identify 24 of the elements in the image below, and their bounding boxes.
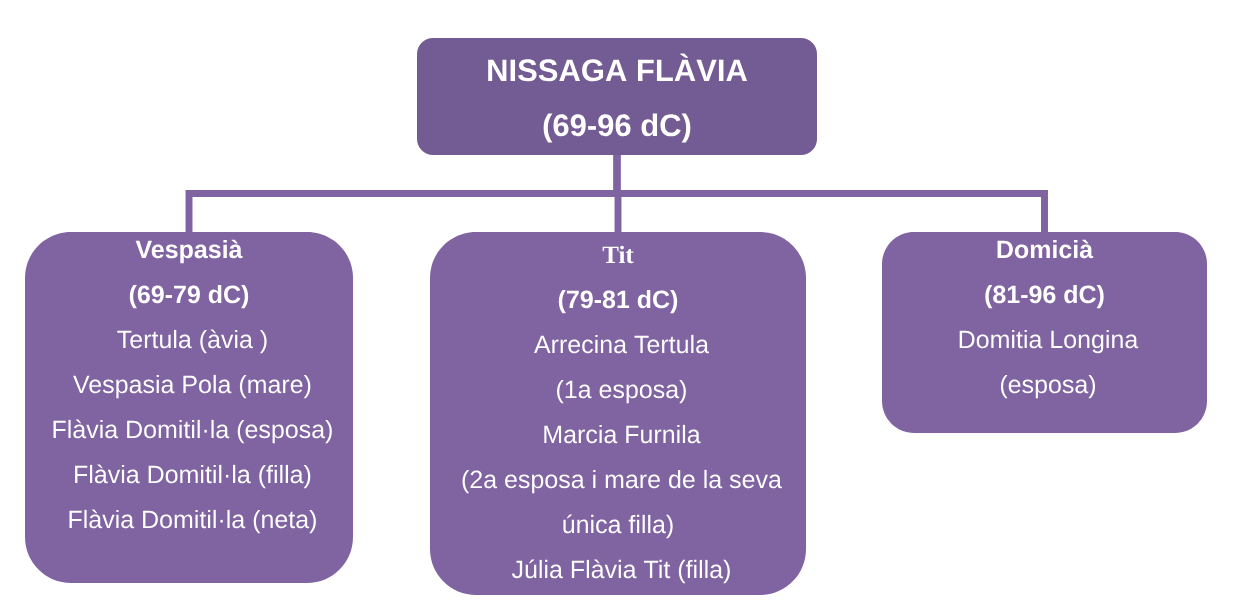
family-member: Tertula (àvia ) [117, 329, 267, 354]
family-member: Vespasia Pola (mare) [73, 374, 311, 399]
ruler-name: Tit [602, 245, 634, 264]
ruler-box [430, 232, 806, 595]
family-member: Flàvia Domitil·la (neta) [69, 509, 316, 534]
ruler-name: Domicià [997, 239, 1094, 259]
ruler-box [25, 232, 353, 583]
ruler-box [882, 232, 1207, 433]
family-member: Flàvia Domitil·la (filla) [75, 464, 311, 489]
date-range: (69-96 dC) [543, 113, 691, 143]
date-range: (69-79 dC) [129, 284, 249, 309]
family-member: Domitia Longina [959, 329, 1139, 354]
family-member: Arrecina Tertula [534, 334, 709, 354]
family-member: (1a esposa) [557, 379, 686, 404]
family-member: Marcia Furnila [544, 424, 701, 444]
date-range: (79-81 dC) [558, 289, 678, 314]
date-range: (81-96 dC) [985, 284, 1104, 309]
family-member: Júlia Flàvia Tit (filla) [511, 559, 730, 584]
title-text: NISSAGA FLÀVIA [488, 53, 748, 82]
title-box [417, 38, 817, 155]
family-member: Flàvia Domitil·la (esposa) [53, 419, 332, 444]
family-member: (esposa) [1000, 374, 1096, 399]
family-member: (2a esposa i mare de la seva única filla) [462, 469, 782, 539]
ruler-name: Vespasià [135, 239, 243, 264]
